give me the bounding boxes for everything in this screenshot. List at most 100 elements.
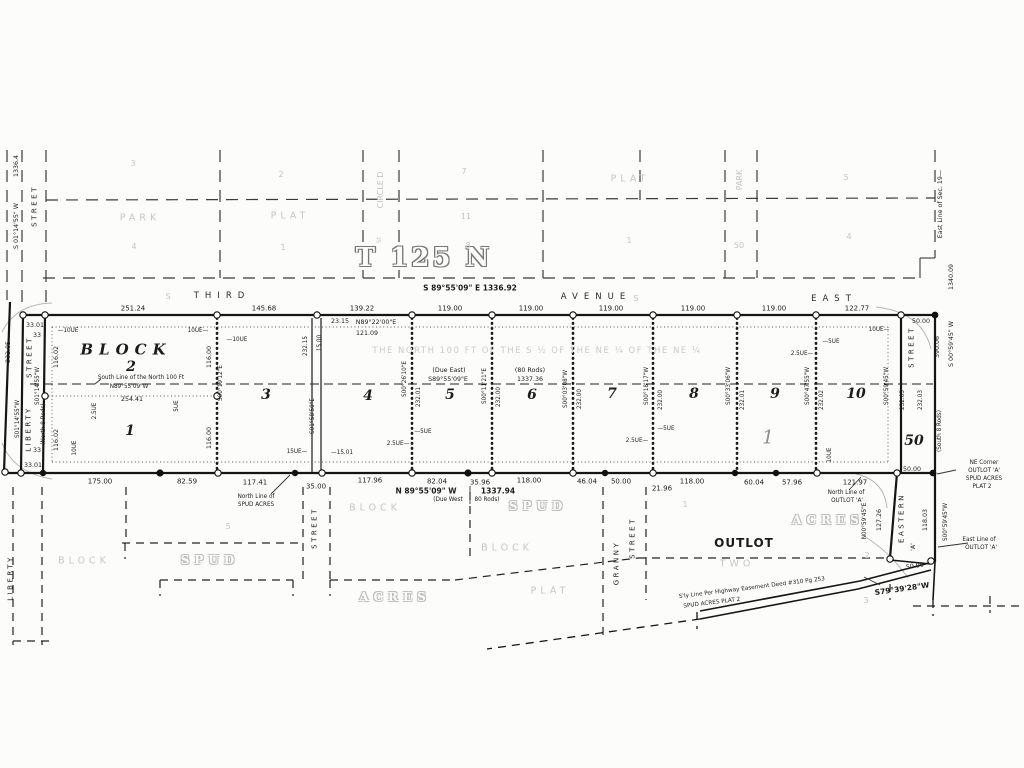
distance-label: 50.00 — [610, 477, 632, 486]
distance-label: 116.00 — [205, 426, 213, 450]
easement-label: —10UE — [57, 328, 79, 335]
bearing-label: S00°11'21"E — [482, 368, 489, 404]
faint-lot-number: 2 — [864, 551, 870, 560]
distance-label: 116.02 — [52, 428, 60, 452]
easement-label: —5UE — [657, 426, 675, 433]
annotation-ne-corner: NE Corner — [969, 460, 999, 467]
easement-label: 2.5UE— — [386, 441, 410, 448]
distance-label: 117.96 — [357, 476, 383, 485]
easement-label: 10UE — [72, 440, 79, 456]
easement-label: —5UE — [414, 429, 432, 436]
street-name-granny: GRANNY — [612, 540, 621, 586]
easement-label: 10UE— — [868, 327, 890, 334]
faint-label-block: BLOCK — [481, 542, 533, 554]
easement-label: —10UE — [226, 337, 248, 344]
street-name-granny: STREET — [628, 517, 637, 559]
faint-lot-number: 8 — [465, 241, 471, 250]
faint-lot-number: 50 — [733, 241, 745, 250]
annotation: South Line of the North 100 Ft — [97, 375, 185, 382]
faint-label-spud: SPUD — [180, 553, 240, 567]
annotation: 80 Rods) — [474, 497, 500, 504]
lot-number-4: 4 — [363, 388, 373, 404]
faint-lot-number: 5 — [225, 522, 231, 531]
bearing-label: S01°14'55"W — [35, 367, 42, 405]
bearing-label: S00°03'08"W — [563, 370, 570, 408]
distance-label: 232.01 — [416, 387, 423, 407]
distance-label: 116.00 — [205, 345, 213, 369]
annotation-north-line-outlot-a: North Line of — [827, 490, 865, 497]
annotation: (Due West — [433, 497, 463, 504]
street-name-liberty: STREET — [25, 336, 34, 378]
distance-label: 232.00 — [496, 387, 503, 407]
distance-label: 1337.94 — [480, 486, 516, 496]
distance-label: 121.97 — [842, 478, 868, 487]
faint-lot-number: 1 — [280, 243, 286, 252]
distance-label: 232.15 — [303, 336, 310, 356]
faint-lot-number: 2 — [278, 170, 284, 179]
faint-label-plat: PLAT — [610, 173, 650, 185]
open-corner-markers — [1, 311, 935, 565]
bearing-label: S00°47'55"W — [805, 367, 812, 405]
street-name-third: THIRD — [193, 290, 251, 301]
distance-label: 33.01 — [23, 461, 43, 469]
township-label: T 125 N — [355, 243, 493, 273]
annotation: (North 8 Rods) — [41, 403, 48, 445]
faint-lot-number: 11 — [460, 212, 472, 221]
annotation: (80 Rods) — [514, 366, 546, 374]
distance-label: 121.09 — [355, 329, 379, 337]
distance-label: —15.01 — [331, 450, 353, 457]
adjacent-plat-lines — [6, 150, 936, 310]
distance-label: 251.24 — [120, 304, 146, 313]
distance-label: 1336.4 — [12, 154, 20, 178]
distance-label: 232.05 — [4, 340, 12, 364]
filled-corner-markers — [39, 311, 939, 477]
easement-label: 15UE— — [286, 449, 308, 456]
outlot-a-label: 'A' — [909, 543, 917, 551]
distance-label: 1340.09 — [947, 263, 955, 291]
lot-number-7: 7 — [607, 386, 617, 402]
annotation-ne-corner: OUTLOT 'A' — [968, 468, 1000, 475]
faint-label-acres: ACRES — [359, 590, 431, 604]
distance-label: 139.22 — [349, 304, 375, 313]
distance-label: 118.00 — [516, 476, 542, 485]
distance-label: 232.03 — [900, 390, 907, 410]
lot-3-4-double-line — [311, 318, 322, 472]
faint-lot-number: 7 — [461, 167, 467, 176]
distance-label: 232.01 — [740, 390, 747, 410]
bearing-label: S 00°59'45" W — [947, 320, 955, 368]
bearing-label: S00°59'45"W — [943, 503, 950, 541]
distance-label: 57.96 — [781, 478, 803, 487]
outlot-label: OUTLOT — [714, 536, 774, 550]
distance-label: 119.00 — [680, 304, 706, 313]
street-name-eastern-north: STREET — [907, 326, 916, 368]
annotation-ne-corner: SPUD ACRES — [965, 476, 1003, 483]
bearing-label: S01°14'55"W — [15, 400, 22, 438]
street-name-avenue: AVENUE — [560, 291, 632, 302]
street-name-circle-d: CIRCLE D — [376, 171, 385, 209]
faint-aliquot-description: THE NORTH 100 FT OF THE S ½ OF THE NE ¼ … — [372, 345, 702, 356]
distance-label: 35.00 — [305, 482, 327, 491]
lot-number-10: 10 — [846, 386, 866, 402]
street-name-liberty: LIBERTY — [24, 406, 33, 452]
annotation-east-line-outlot-a: East Line of — [962, 537, 996, 544]
distance-label: 60.04 — [743, 478, 765, 487]
block-label: BLOCK — [80, 340, 172, 359]
annotation-ne-corner: PLAT 2 — [972, 484, 992, 491]
distance-label: 33 — [32, 331, 42, 339]
street-name-eastern: EASTERN — [897, 493, 906, 543]
street-name-east: EAST — [811, 293, 857, 304]
street-name-liberty-north: STREET — [30, 185, 39, 227]
distance-label: 390.06 — [933, 335, 941, 359]
faint-label-block: BLOCK — [349, 502, 401, 514]
distance-label: 50.00 — [911, 317, 931, 325]
bearing-third-avenue: S 89°55'09" E 1336.92 — [423, 283, 517, 293]
faint-label-acres: ACRES — [792, 513, 864, 527]
distance-label: 232.00 — [577, 389, 584, 409]
annotation-north-line-spud-acres: SPUD ACRES — [237, 502, 275, 509]
outlot-dashed-tails — [486, 600, 934, 650]
distance-label: 116.02 — [52, 345, 60, 369]
bearing-label: S01°58'50"E — [310, 398, 317, 434]
faint-lot-number: 3 — [863, 596, 869, 605]
faint-letter: S — [165, 292, 171, 301]
